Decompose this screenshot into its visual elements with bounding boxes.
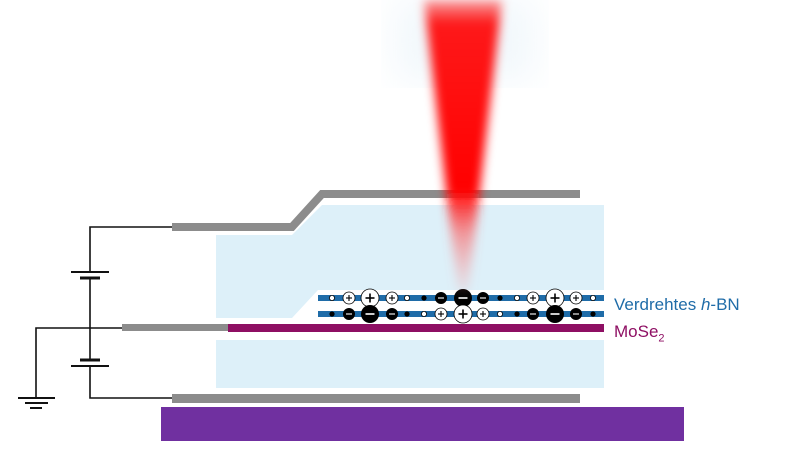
negative-charge-icon [514, 311, 520, 317]
positive-charge-icon [420, 310, 427, 317]
positive-charge-icon [590, 294, 597, 301]
hbn-label-suffix: -BN [710, 295, 740, 314]
hbn-label-prefix: Verdrehtes [614, 295, 701, 314]
positive-charge-icon [496, 310, 503, 317]
negative-charge-icon [421, 295, 427, 301]
negative-charge-icon [477, 292, 489, 304]
mose2-label-subscript: 2 [658, 332, 665, 345]
positive-charge-icon [342, 291, 356, 305]
positive-charge-icon [385, 291, 399, 305]
positive-charge-icon [403, 294, 410, 301]
lower-hbn-dielectric [216, 340, 604, 388]
substrate [161, 407, 684, 441]
battery-top-icon [71, 271, 109, 280]
positive-charge-icon [360, 288, 380, 308]
positive-charge-icon [476, 307, 490, 321]
battery-bottom-icon [71, 358, 109, 367]
charge-markers [328, 288, 597, 324]
positive-charge-icon [514, 294, 521, 301]
positive-charge-icon [526, 291, 540, 305]
mose2-contact-lead [122, 324, 230, 331]
negative-charge-icon [343, 308, 355, 320]
positive-charge-icon [328, 294, 335, 301]
bottom-gate [172, 394, 580, 403]
positive-charge-icon [569, 291, 583, 305]
negative-charge-icon [527, 308, 539, 320]
twisted-hbn-label: Verdrehtes h-BN [614, 295, 740, 315]
positive-charge-icon [434, 307, 448, 321]
upper-hbn-dielectric [216, 205, 604, 318]
negative-charge-icon [546, 305, 564, 323]
positive-charge-icon [453, 304, 473, 324]
negative-charge-icon [590, 311, 596, 317]
negative-charge-icon [454, 289, 472, 307]
circuit-wiring [35, 226, 172, 399]
negative-charge-icon [361, 305, 379, 323]
mose2-label: MoSe2 [614, 322, 665, 344]
negative-charge-icon [386, 308, 398, 320]
mose2-layer [228, 324, 604, 332]
positive-charge-icon [545, 288, 565, 308]
hbn-label-italic: h [700, 295, 711, 314]
mose2-label-main: MoSe [614, 322, 659, 341]
negative-charge-icon [404, 311, 410, 317]
negative-charge-icon [435, 292, 447, 304]
negative-charge-icon [329, 311, 335, 317]
laser-beam [395, 0, 535, 292]
ground-icon [18, 397, 55, 409]
negative-charge-icon [570, 308, 582, 320]
negative-charge-icon [497, 295, 503, 301]
